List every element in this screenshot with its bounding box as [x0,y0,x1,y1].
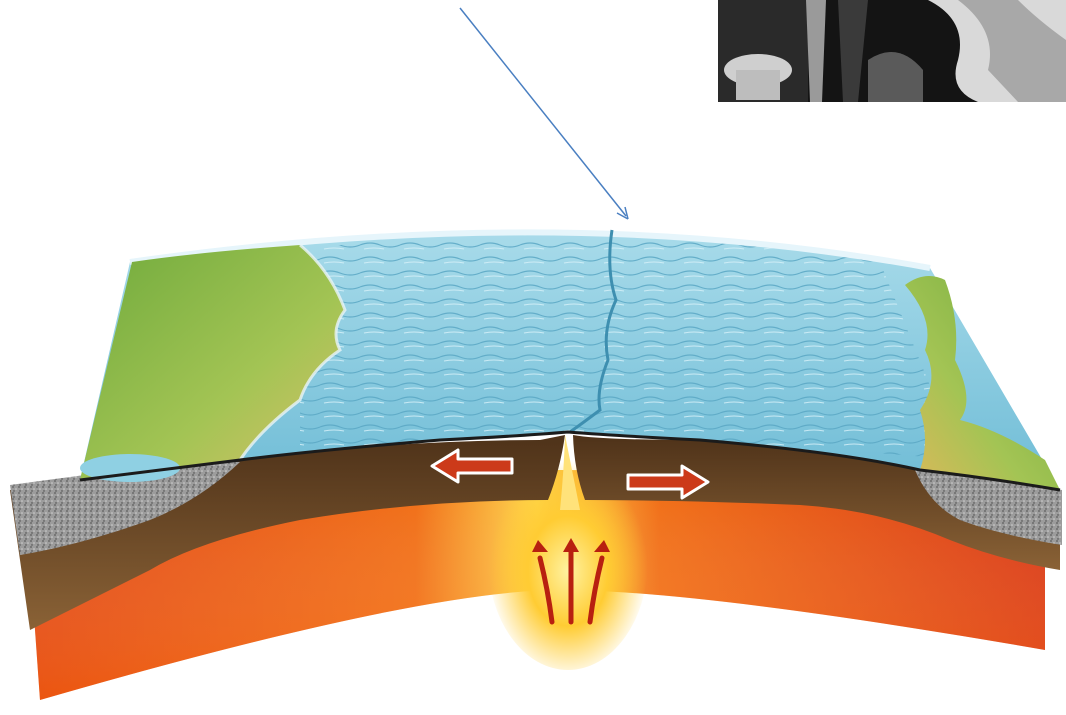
pointer-line [460,8,626,216]
inset-photo [718,0,1066,102]
pointer-arrowhead [617,207,628,219]
seafloor-texture [300,235,960,460]
